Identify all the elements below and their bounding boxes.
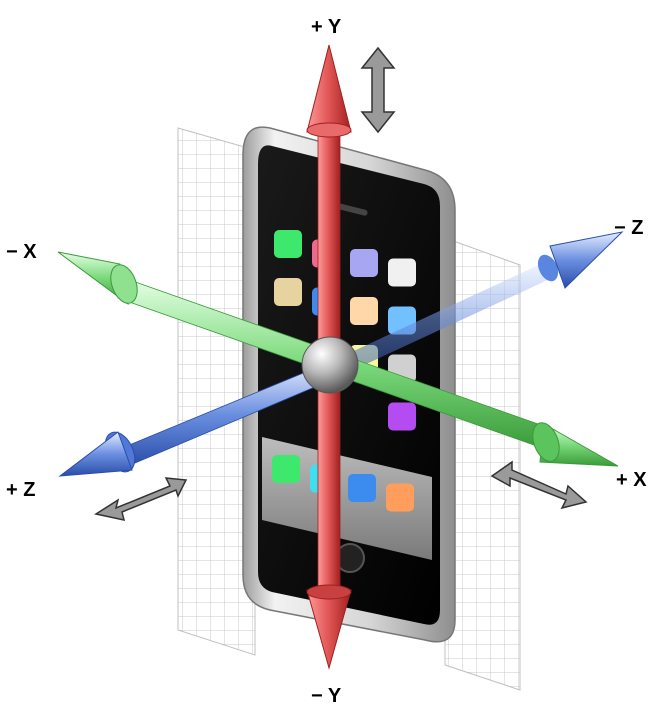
label-pos-x: + X: [616, 469, 647, 491]
label-neg-z: − Z: [614, 217, 643, 239]
dock-app-icon: [386, 483, 414, 512]
app-icon: [274, 278, 302, 306]
dock-app-icon: [348, 474, 376, 502]
label-pos-y: + Y: [311, 16, 342, 38]
app-icon: [388, 258, 416, 287]
app-icon: [388, 402, 416, 431]
app-icon: [350, 249, 378, 277]
z-axis-positive: [58, 361, 337, 477]
app-icon: [350, 297, 378, 325]
diagonal-double-arrow-icon: [490, 460, 588, 510]
z-axis-negative: [330, 231, 624, 378]
label-neg-x: − X: [6, 241, 37, 263]
axis-origin-ball: [301, 336, 359, 394]
dock-app-icon: [272, 455, 300, 483]
diagonal-double-arrow-icon: [94, 477, 188, 521]
label-pos-z: + Z: [6, 479, 35, 501]
label-neg-y: − Y: [311, 685, 342, 707]
app-icon: [274, 230, 302, 258]
dock: [262, 437, 432, 560]
vertical-double-arrow-icon: [360, 46, 396, 134]
